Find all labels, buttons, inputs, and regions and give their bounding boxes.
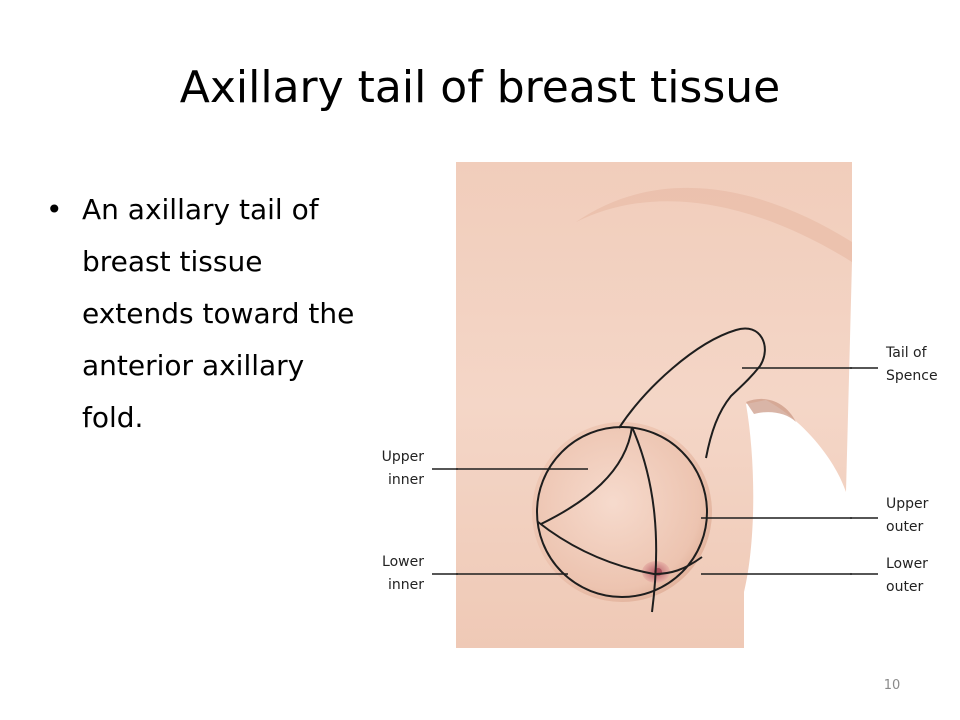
- bullet-marker: •: [46, 193, 63, 226]
- label-lower-outer: Lower outer: [886, 556, 928, 595]
- breast-mound: [532, 422, 712, 602]
- label-upper-outer: Upper outer: [886, 496, 929, 535]
- bullet-text: An axillary tail of breast tissue extend…: [82, 193, 355, 434]
- quadrant-line-lower-left: [537, 521, 703, 576]
- breast-quadrant-illustration: [456, 162, 852, 648]
- label-upper-inner: Upper inner: [381, 449, 424, 488]
- quadrant-line-vertical: [631, 426, 658, 613]
- axilla-shadow: [746, 398, 796, 422]
- label-lower-inner: Lower inner: [382, 554, 424, 593]
- slide-title: Axillary tail of breast tissue: [179, 62, 781, 113]
- breast-outline: [536, 426, 708, 598]
- page-number: 10: [883, 678, 901, 693]
- tail-of-spence-outline: [618, 327, 766, 459]
- shoulder-shading: [576, 187, 852, 262]
- quadrant-line-upper-left: [540, 426, 633, 525]
- label-tail-of-spence: Tail of Spence: [886, 345, 938, 384]
